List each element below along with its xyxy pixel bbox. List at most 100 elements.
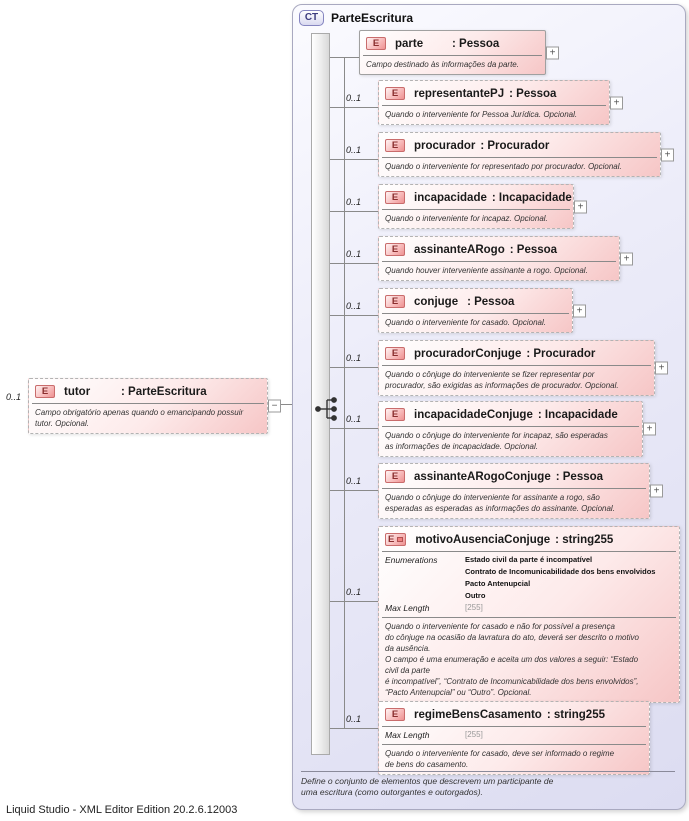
element-type: : Pessoa: [509, 87, 557, 100]
cardinality-label: 0..1: [346, 197, 362, 207]
sequence-icon: [315, 397, 337, 421]
complex-type-icon: CT: [299, 10, 324, 26]
complex-type-annotation: Define o conjunto de elementos que descr…: [301, 771, 675, 798]
enumeration-value: Outro: [465, 591, 486, 600]
element-type: : string255: [555, 533, 614, 546]
element-icon: E: [385, 708, 405, 721]
expand-icon[interactable]: +: [546, 46, 559, 59]
tutor-cardinality-label: 0..1: [6, 392, 22, 402]
element-type: : Pessoa: [509, 243, 558, 256]
element-row: 0..1 E motivoAusenciaConjuge : string255…: [330, 526, 680, 703]
element-type: : Pessoa: [467, 295, 515, 308]
element-row: E parte : Pessoa Campo destinado às info…: [330, 30, 559, 75]
element-type: : Pessoa: [452, 37, 500, 50]
complex-type-title: ParteEscritura: [331, 11, 414, 25]
expand-icon[interactable]: +: [574, 200, 587, 213]
expand-icon[interactable]: +: [610, 96, 623, 109]
element-annotation: Quando o cônjuge do interveniente se fiz…: [382, 365, 651, 395]
element-name: parte: [395, 37, 424, 50]
element-box-procuradorConjuge[interactable]: E procuradorConjuge : Procurador Quando …: [378, 340, 668, 396]
element-box-assinanteARogo[interactable]: E assinanteARogo : Pessoa Quando houver …: [378, 236, 633, 281]
enumeration-value: Estado civil da parte é incompatível: [465, 555, 593, 564]
expand-icon[interactable]: +: [620, 252, 633, 265]
connector-line: [330, 315, 378, 316]
enumeration-value: Contrato de Incomunicabilidade dos bens …: [465, 567, 656, 576]
element-row: 0..1 E procuradorConjuge : Procurador Qu…: [330, 340, 668, 396]
element-icon: E: [385, 347, 405, 360]
connector-line: [330, 263, 378, 264]
element-name: assinanteARogo: [414, 243, 505, 256]
expand-icon[interactable]: +: [655, 361, 668, 375]
element-row: 0..1 E conjuge : Pessoa Quando o interve…: [330, 288, 586, 333]
enum-dash-icon: [397, 537, 404, 542]
element-icon: E: [385, 243, 405, 256]
complex-type-header: CT ParteEscritura: [299, 10, 413, 26]
element-row: 0..1 E incapacidadeConjuge : Incapacidad…: [330, 401, 656, 457]
element-icon: E: [385, 87, 405, 100]
element-box-motivoAusenciaConjuge[interactable]: E motivoAusenciaConjuge : string255 Enum…: [378, 526, 680, 703]
element-annotation: Quando o interveniente for casado e não …: [382, 617, 676, 702]
element-type: : ParteEscritura: [121, 385, 207, 398]
element-box-procurador[interactable]: E procurador : Procurador Quando o inter…: [378, 132, 674, 177]
element-box-parte[interactable]: E parte : Pessoa Campo destinado às info…: [359, 30, 559, 75]
element-enum-icon: E: [385, 533, 407, 546]
connector-line: [330, 211, 378, 212]
element-row: 0..1 E incapacidade : Incapacidade Quand…: [330, 184, 587, 229]
element-box-regimeBensCasamento[interactable]: E regimeBensCasamento : string255 Max Le…: [378, 701, 650, 775]
element-row: 0..1 E assinanteARogoConjuge : Pessoa Qu…: [330, 463, 663, 519]
cardinality-label: 0..1: [346, 249, 362, 259]
expand-icon[interactable]: +: [650, 484, 663, 498]
facets-section: Max Length [255]: [382, 726, 646, 744]
element-icon: E: [366, 37, 386, 50]
connector-line: [330, 107, 378, 108]
expand-icon[interactable]: +: [573, 304, 586, 317]
enumerations-label: Enumerations: [385, 555, 438, 565]
element-icon: E: [385, 191, 405, 204]
connector-trunk-line: [344, 57, 345, 728]
connector-line: [330, 428, 378, 429]
element-type: : Pessoa: [555, 470, 604, 483]
max-length-label: Max Length: [385, 603, 430, 613]
cardinality-label: 0..1: [346, 414, 362, 424]
element-icon: E: [35, 385, 55, 398]
element-annotation: Campo destinado às informações da parte.: [363, 55, 542, 74]
element-box-representantePJ[interactable]: E representantePJ : Pessoa Quando o inte…: [378, 80, 623, 125]
element-name: assinanteARogoConjuge: [414, 470, 551, 483]
element-box-conjuge[interactable]: E conjuge : Pessoa Quando o intervenient…: [378, 288, 586, 333]
facets-section: Enumerations Estado civil da parte é inc…: [382, 551, 676, 617]
element-row: 0..1 E procurador : Procurador Quando o …: [330, 132, 674, 177]
cardinality-label: 0..1: [346, 93, 362, 103]
element-name: incapacidade: [414, 191, 487, 204]
connector-line: [330, 728, 378, 729]
element-name: representantePJ: [414, 87, 505, 100]
expand-icon[interactable]: +: [643, 422, 656, 436]
element-row: 0..1 E regimeBensCasamento : string255 M…: [330, 701, 650, 775]
element-icon: E: [385, 470, 405, 483]
element-icon: E: [385, 408, 405, 421]
collapse-icon[interactable]: −: [268, 399, 281, 413]
app-version-label: Liquid Studio - XML Editor Edition 20.2.…: [6, 804, 238, 816]
max-length-value: [255]: [465, 603, 483, 612]
element-box-assinanteARogoConjuge[interactable]: E assinanteARogoConjuge : Pessoa Quando …: [378, 463, 663, 519]
element-type: : Incapacidade: [491, 191, 572, 204]
element-annotation: Quando houver interveniente assinante a …: [382, 261, 616, 280]
connector-line: [330, 367, 378, 368]
element-box-incapacidadeConjuge[interactable]: E incapacidadeConjuge : Incapacidade Qua…: [378, 401, 656, 457]
enumeration-value: Pacto Antenupcial: [465, 579, 531, 588]
sequence-group-bar[interactable]: [311, 33, 330, 755]
element-annotation: Campo obrigatório apenas quando o emanci…: [32, 403, 264, 433]
element-name: conjuge: [414, 295, 459, 308]
element-type: : Procurador: [480, 139, 550, 152]
element-annotation: Quando o interveniente for representado …: [382, 157, 657, 176]
element-box-tutor[interactable]: E tutor : ParteEscritura Campo obrigatór…: [28, 378, 281, 434]
max-length-label: Max Length: [385, 730, 430, 740]
cardinality-label: 0..1: [346, 476, 362, 486]
element-type: : Incapacidade: [537, 408, 618, 421]
cardinality-label: 0..1: [346, 587, 362, 597]
connector-line: [330, 601, 378, 602]
element-type: : string255: [546, 708, 605, 721]
element-icon: E: [385, 139, 405, 152]
expand-icon[interactable]: +: [661, 148, 674, 161]
element-box-incapacidade[interactable]: E incapacidade : Incapacidade Quando o i…: [378, 184, 587, 229]
